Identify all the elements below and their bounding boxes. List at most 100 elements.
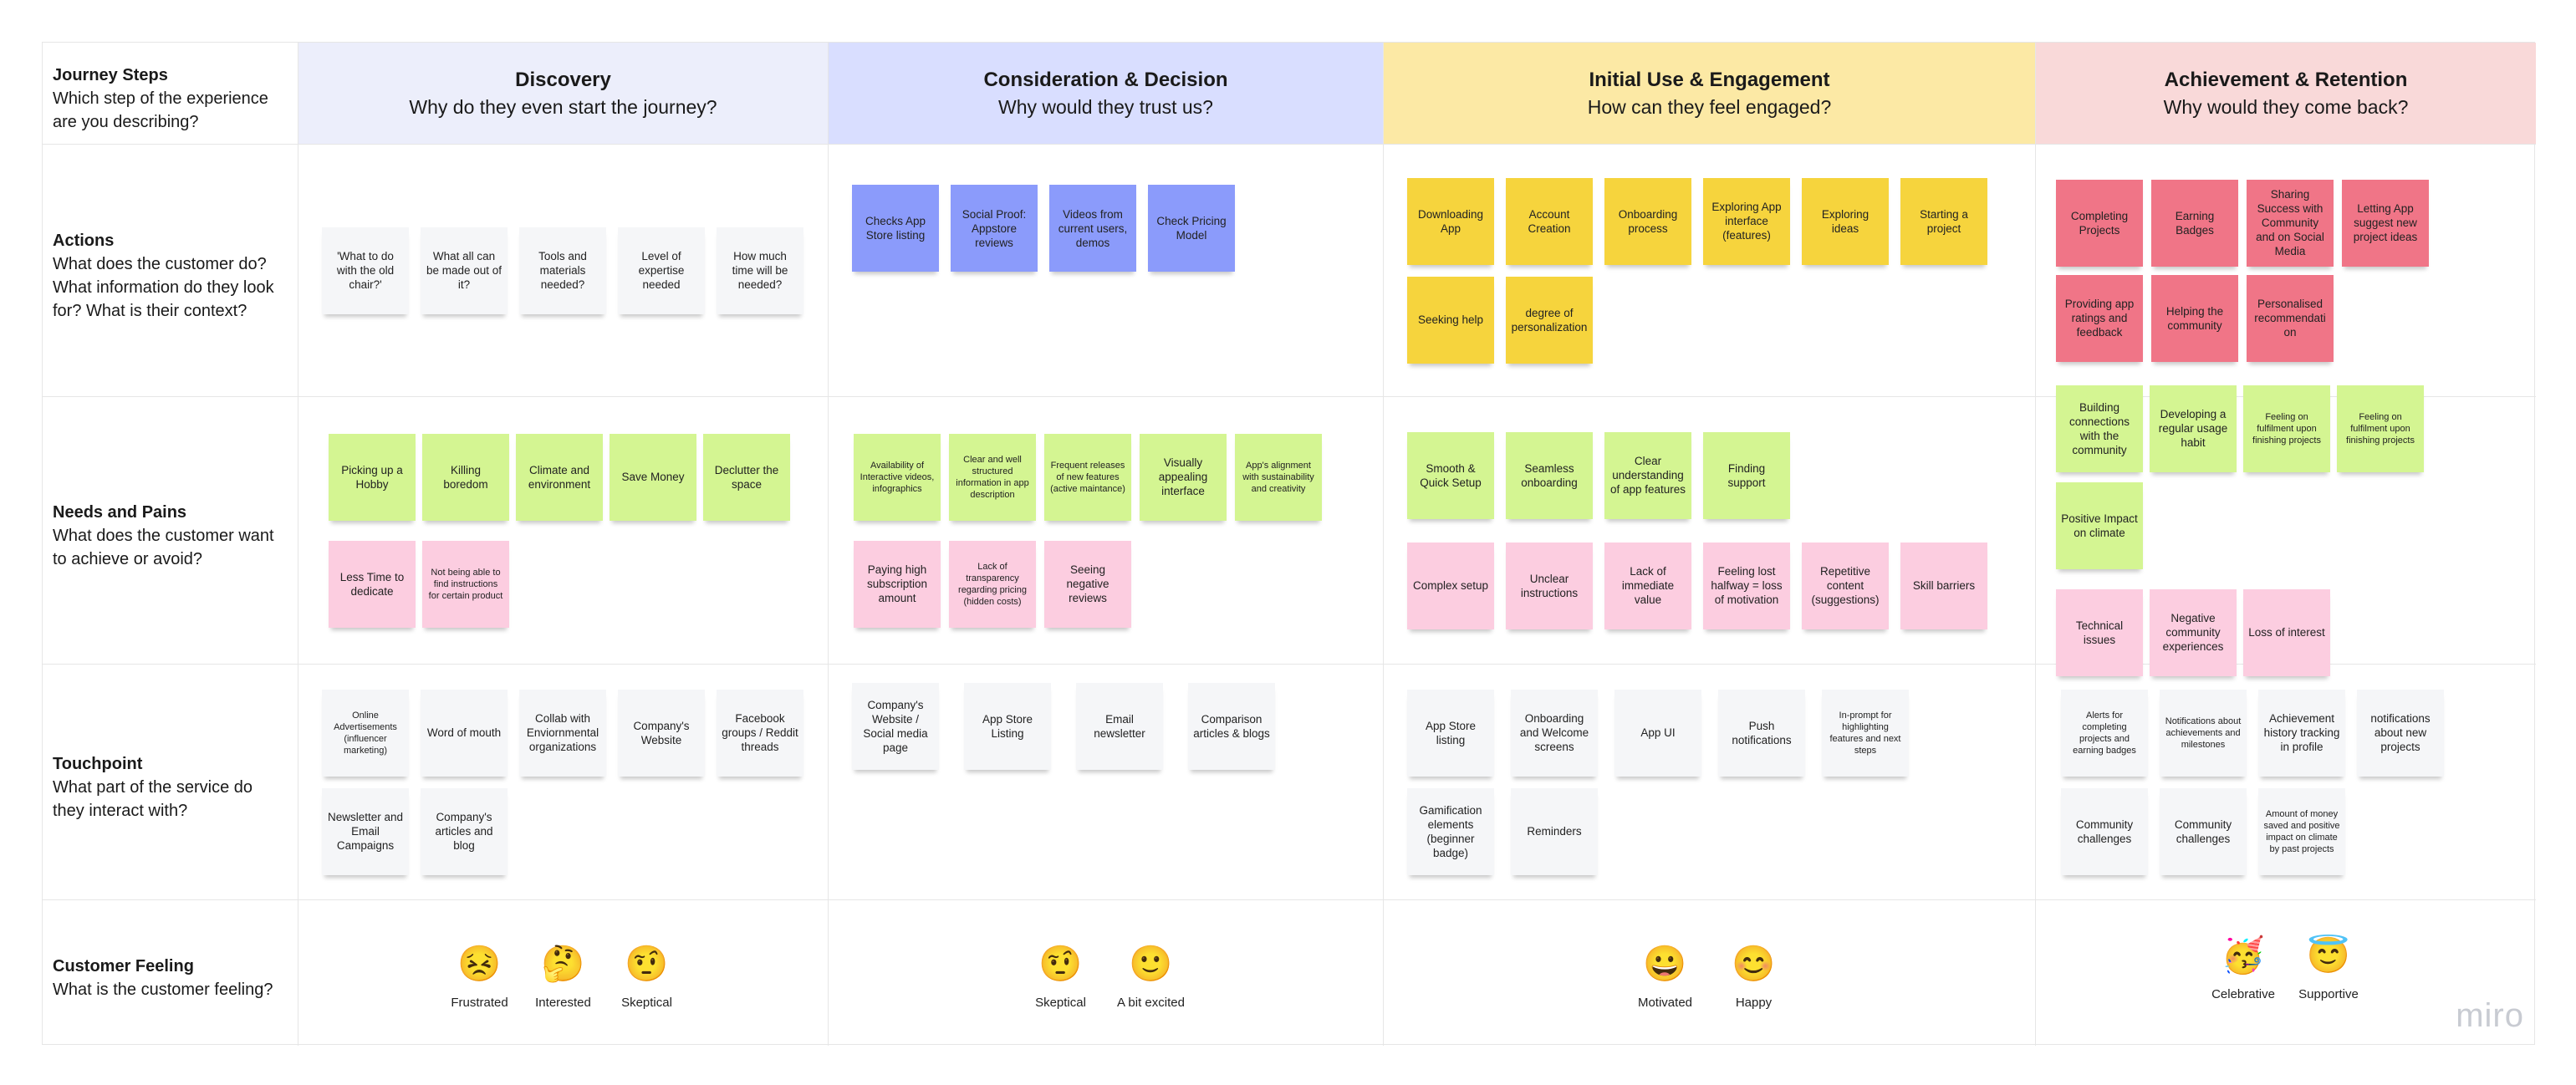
sticky-note[interactable]: Online Advertisements (influencer market…: [322, 689, 409, 777]
sticky-note[interactable]: Finding support: [1703, 431, 1790, 519]
sticky-note[interactable]: Save Money: [610, 433, 696, 521]
sticky-note[interactable]: Reminders: [1511, 787, 1598, 875]
sticky-note[interactable]: Seeking help: [1407, 276, 1494, 364]
row-title: Customer Feeling: [53, 957, 194, 975]
sticky-note[interactable]: Downloading App: [1407, 177, 1494, 265]
sticky-note[interactable]: Company's Website / Social media page: [852, 683, 939, 770]
sticky-note[interactable]: Earning Badges: [2151, 179, 2238, 267]
sticky-note[interactable]: Picking up a Hobby: [329, 433, 416, 521]
sticky-note[interactable]: Collab with Enviornmental organizations: [519, 689, 606, 777]
sticky-note[interactable]: Community challenges: [2061, 787, 2148, 875]
sticky-note[interactable]: Comparison articles & blogs: [1188, 683, 1275, 770]
sticky-note[interactable]: Feeling lost halfway = loss of motivatio…: [1703, 542, 1790, 629]
sticky-note[interactable]: Letting App suggest new project ideas: [2342, 179, 2429, 267]
sticky-note[interactable]: App's alignment with sustainability and …: [1235, 433, 1322, 521]
sticky-note[interactable]: Sharing Success with Community and on So…: [2247, 179, 2334, 267]
sticky-note[interactable]: Account Creation: [1506, 177, 1593, 265]
sticky-note[interactable]: Clear understanding of app features: [1604, 431, 1691, 519]
sticky-note[interactable]: Positive Impact on climate: [2056, 481, 2143, 569]
feeling-emoji-icon: 😣: [457, 944, 502, 983]
sticky-note[interactable]: Feeling on fulfilment upon finishing pro…: [2243, 385, 2330, 472]
feelings-initial-use: 😀Motivated😊Happy: [1384, 900, 2036, 1046]
sticky-note[interactable]: Unclear instructions: [1506, 542, 1593, 629]
sticky-note[interactable]: Amount of money saved and positive impac…: [2258, 787, 2345, 875]
sticky-note[interactable]: App Store listing: [1407, 689, 1494, 777]
sticky-note[interactable]: Level of expertise needed: [618, 227, 705, 314]
sticky-note[interactable]: Personalised recommendation: [2247, 274, 2334, 362]
sticky-note[interactable]: notifications about new projects: [2357, 689, 2444, 777]
sticky-note[interactable]: Providing app ratings and feedback: [2056, 274, 2143, 362]
sticky-note[interactable]: Negative community experiences: [2150, 588, 2237, 676]
sticky-note[interactable]: Clear and well structured information in…: [949, 433, 1036, 521]
sticky-note[interactable]: Word of mouth: [421, 689, 508, 777]
row-title: Needs and Pains: [53, 502, 187, 522]
sticky-note-group: 'What to do with the old chair?'What all…: [298, 145, 828, 396]
sticky-note[interactable]: Smooth & Quick Setup: [1407, 431, 1494, 519]
sticky-note[interactable]: Push notifications: [1718, 689, 1805, 777]
sticky-note[interactable]: Facebook groups / Reddit threads: [717, 689, 803, 777]
sticky-note[interactable]: Loss of interest: [2243, 588, 2330, 676]
sticky-note[interactable]: App UI: [1614, 689, 1701, 777]
sticky-note[interactable]: Repetitive content (suggestions): [1802, 542, 1889, 629]
sticky-note[interactable]: How much time will be needed?: [717, 227, 803, 314]
sticky-note[interactable]: Alerts for completing projects and earni…: [2061, 689, 2148, 777]
row-label-needs-pains: Needs and Pains What does the customer w…: [43, 397, 298, 665]
needs-pains-consideration: Availability of Interactive videos, info…: [829, 397, 1384, 665]
sticky-note[interactable]: Technical issues: [2056, 588, 2143, 676]
sticky-note[interactable]: Check Pricing Model: [1148, 185, 1235, 272]
sticky-note[interactable]: degree of personalization: [1506, 276, 1593, 364]
phase-question: Why would they come back?: [2163, 95, 2409, 118]
sticky-note[interactable]: Onboarding and Welcome screens: [1511, 689, 1598, 777]
sticky-note[interactable]: Feeling on fulfilment upon finishing pro…: [2337, 385, 2424, 472]
sticky-note[interactable]: Skill barriers: [1900, 542, 1987, 629]
feeling-item: 🤨Skeptical: [1021, 944, 1101, 1010]
sticky-note[interactable]: Newsletter and Email Campaigns: [322, 787, 409, 875]
sticky-note[interactable]: Seeing negative reviews: [1044, 540, 1131, 628]
sticky-note[interactable]: Helping the community: [2151, 274, 2238, 362]
sticky-note[interactable]: Killing boredom: [422, 433, 509, 521]
sticky-note[interactable]: Not being able to find instructions for …: [422, 540, 509, 628]
sticky-note[interactable]: Complex setup: [1407, 542, 1494, 629]
sticky-note[interactable]: Company's Website: [618, 689, 705, 777]
sticky-note[interactable]: Lack of transparency regarding pricing (…: [949, 540, 1036, 628]
sticky-note[interactable]: Community challenges: [2160, 787, 2247, 875]
sticky-note[interactable]: Lack of immediate value: [1604, 542, 1691, 629]
sticky-note[interactable]: Checks App Store listing: [852, 185, 939, 272]
sticky-note[interactable]: What all can be made out of it?: [421, 227, 508, 314]
sticky-note[interactable]: Social Proof: Appstore reviews: [951, 185, 1038, 272]
feeling-label: Interested: [535, 996, 591, 1010]
sticky-note[interactable]: Availability of Interactive videos, info…: [854, 433, 941, 521]
sticky-note[interactable]: Visually appealing interface: [1140, 433, 1227, 521]
sticky-note[interactable]: Starting a project: [1900, 177, 1987, 265]
sticky-note[interactable]: Tools and materials needed?: [519, 227, 606, 314]
sticky-note[interactable]: 'What to do with the old chair?': [322, 227, 409, 314]
actions-discovery: 'What to do with the old chair?'What all…: [298, 145, 829, 397]
sticky-note[interactable]: In-prompt for highlighting features and …: [1822, 689, 1909, 777]
sticky-note[interactable]: Company's articles and blog: [421, 787, 508, 875]
feeling-label: Motivated: [1637, 996, 1693, 1010]
sticky-note[interactable]: Achievement history tracking in profile: [2258, 689, 2345, 777]
row-description: What does the customer do? What informat…: [53, 254, 274, 320]
sticky-note[interactable]: Email newsletter: [1076, 683, 1163, 770]
feeling-item: 😀Motivated: [1625, 944, 1706, 1010]
sticky-note[interactable]: Seamless onboarding: [1506, 431, 1593, 519]
sticky-note[interactable]: Exploring App interface (features): [1703, 177, 1790, 265]
sticky-note[interactable]: Completing Projects: [2056, 179, 2143, 267]
sticky-note[interactable]: Notifications about achievements and mil…: [2160, 689, 2247, 777]
sticky-note[interactable]: App Store Listing: [964, 683, 1051, 770]
sticky-note[interactable]: Less Time to dedicate: [329, 540, 416, 628]
sticky-note[interactable]: Climate and environment: [516, 433, 603, 521]
sticky-note[interactable]: Building connections with the community: [2056, 385, 2143, 472]
sticky-note[interactable]: Onboarding process: [1604, 177, 1691, 265]
sticky-note[interactable]: Gamification elements (beginner badge): [1407, 787, 1494, 875]
sticky-note[interactable]: Videos from current users, demos: [1049, 185, 1136, 272]
sticky-note[interactable]: Developing a regular usage habit: [2150, 385, 2237, 472]
phase-header-discovery: Discovery Why do they even start the jou…: [298, 43, 829, 145]
sticky-note[interactable]: Frequent releases of new features (activ…: [1044, 433, 1131, 521]
sticky-note[interactable]: Paying high subscription amount: [854, 540, 941, 628]
sticky-note[interactable]: Declutter the space: [703, 433, 790, 521]
sticky-note[interactable]: Exploring ideas: [1802, 177, 1889, 265]
